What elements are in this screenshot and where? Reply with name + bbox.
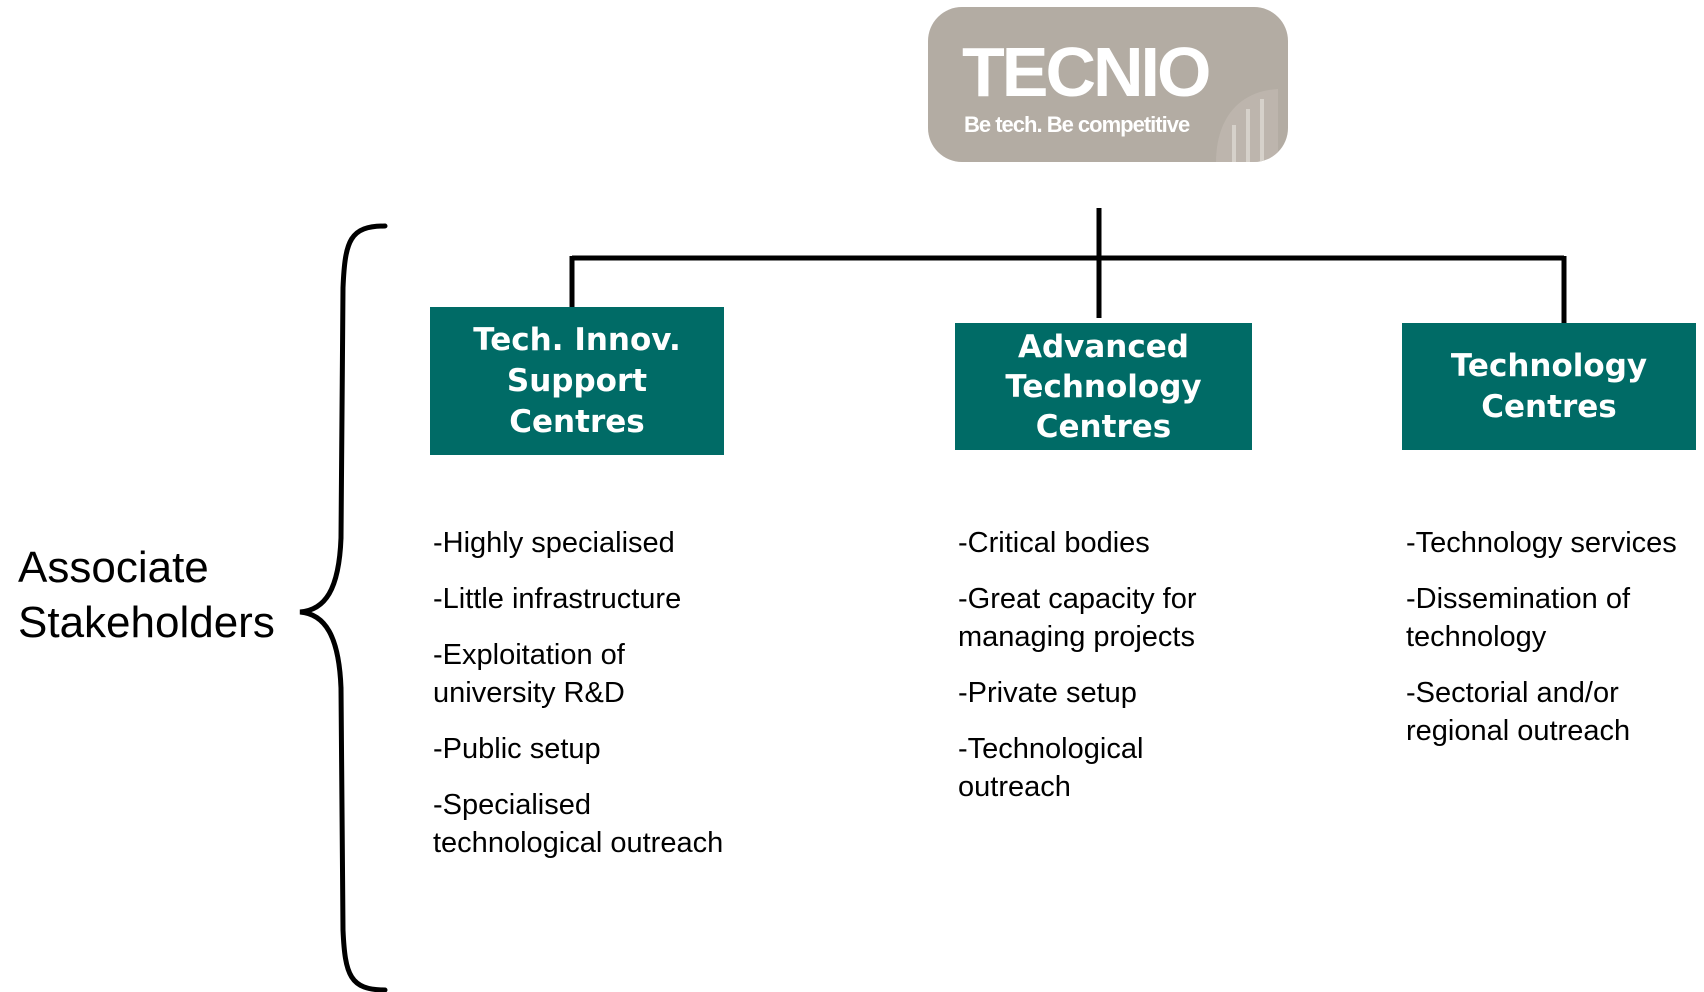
list-item: -Exploitation of university R&D — [433, 639, 625, 709]
list-item: -Specialised technological outreach — [433, 789, 724, 859]
list-item: -Public setup — [433, 733, 601, 765]
list-item: -Great capacity for managing projects — [958, 583, 1197, 653]
list-item: -Technology services — [1406, 527, 1677, 559]
advanced-technology-attributes-list: -Critical bodies -Great capacity for man… — [958, 524, 1258, 824]
list-item: -Private setup — [958, 677, 1137, 709]
tech-innov-attributes-list: -Highly specialised -Little infrastructu… — [433, 524, 773, 880]
list-item: -Critical bodies — [958, 527, 1150, 559]
box-1-line-3: Centres — [509, 403, 645, 440]
side-label-line-1: Associate — [18, 543, 209, 592]
list-item: -Little infrastructure — [433, 583, 682, 615]
side-label-line-2: Stakeholders — [18, 598, 275, 647]
list-item: -Technological outreach — [958, 733, 1144, 803]
box-3-line-1: Technology — [1450, 347, 1648, 384]
logo-title: TECNIO — [962, 33, 1211, 111]
curly-brace — [299, 223, 388, 992]
advanced-technology-centres-box: Advanced Technology Centres — [955, 323, 1252, 450]
logo-arc-mark-icon — [1216, 89, 1278, 162]
associate-stakeholders-label: Associate Stakeholders — [18, 540, 275, 650]
list-item: -Dissemination of technology — [1406, 583, 1631, 653]
box-2-line-1: Advanced — [1018, 328, 1189, 365]
technology-centres-box: Technology Centres — [1402, 323, 1696, 450]
box-3-line-2: Centres — [1481, 388, 1617, 425]
technology-centres-attributes-list: -Technology services -Dissemination of t… — [1406, 524, 1704, 768]
box-2-line-3: Centres — [1035, 408, 1172, 445]
box-2-line-2: Technology — [1005, 368, 1202, 405]
list-item: -Sectorial and/or regional outreach — [1406, 677, 1631, 747]
tecnio-logo: TECNIO Be tech. Be competitive — [928, 7, 1288, 162]
list-item: -Highly specialised — [433, 527, 675, 559]
box-1-line-1: Tech. Innov. — [473, 321, 681, 358]
logo-tagline: Be tech. Be competitive — [964, 112, 1190, 137]
tech-innov-support-centres-box: Tech. Innov. Support Centres — [430, 307, 724, 455]
box-1-line-2: Support — [506, 362, 648, 399]
